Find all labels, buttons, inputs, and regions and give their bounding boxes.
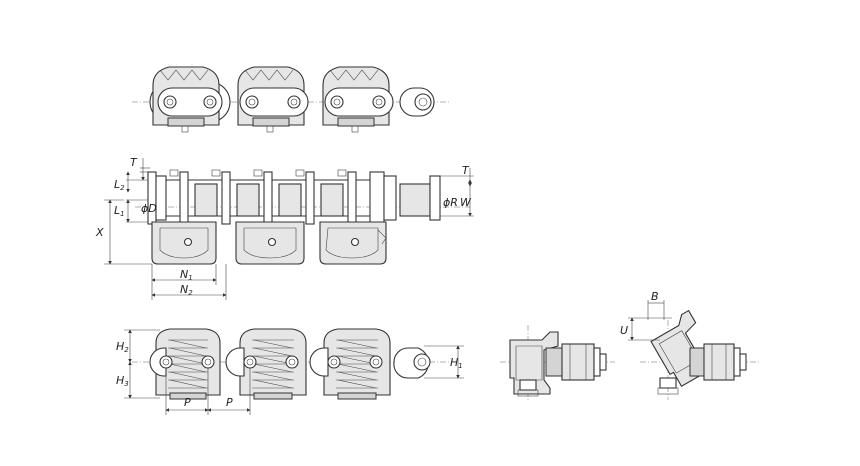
label-B: B <box>651 290 659 303</box>
label-T-right: T <box>462 164 470 177</box>
plan-attachment-2 <box>235 221 305 265</box>
label-W: W <box>460 196 472 209</box>
label-P-1: P <box>184 396 191 409</box>
label-phiR: ϕR <box>443 196 458 209</box>
plan-attachment-3 <box>319 221 387 265</box>
plan-attachment-1 <box>151 221 217 265</box>
label-H3: H3 <box>116 374 129 388</box>
label-X: X <box>95 226 104 239</box>
label-L2: L2 <box>114 178 125 192</box>
plan-view: T L2 L1 X ϕD T ϕR W N1 N2 <box>95 156 474 300</box>
spring-attachment-1 <box>155 328 221 400</box>
end-view-1 <box>500 325 615 400</box>
top-view <box>132 66 450 133</box>
label-H2: H2 <box>116 340 129 354</box>
label-L1: L1 <box>114 204 125 218</box>
label-N2: N2 <box>180 283 193 297</box>
end-view-2: B U <box>620 290 760 400</box>
label-phiD: ϕD <box>141 202 157 215</box>
spring-attachment-2 <box>239 328 307 400</box>
label-N1: N1 <box>180 268 193 282</box>
spring-view: H2 H3 H1 P P <box>116 328 464 415</box>
spring-attachment-3 <box>323 328 391 400</box>
label-H1: H1 <box>450 356 463 370</box>
label-P-2: P <box>226 396 233 409</box>
roller-row <box>194 183 344 217</box>
label-U: U <box>620 324 628 337</box>
label-T: T <box>130 156 138 169</box>
